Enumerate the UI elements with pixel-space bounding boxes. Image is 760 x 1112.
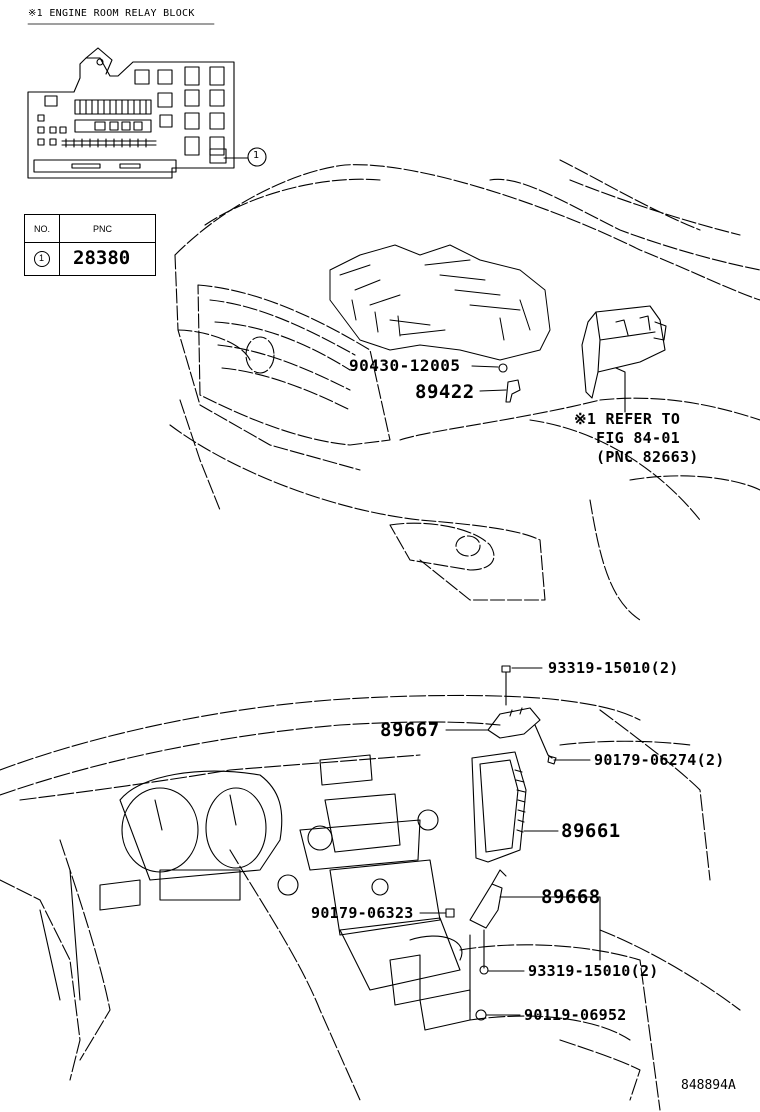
refer-note-line2: FIG 84-01 [596, 429, 680, 447]
bracket-89667-drawing [487, 665, 557, 765]
pnc-table-row-no: 1 [39, 253, 45, 263]
refer-note-line3: (PNC 82663) [596, 448, 699, 466]
part-label-90179-06274: 90179-06274(2) [594, 751, 725, 769]
part-label-90119-06952: 90119-06952 [524, 1006, 627, 1024]
front-car-drawing [169, 159, 760, 621]
part-label-93319-15010-top: 93319-15010(2) [548, 659, 679, 677]
pnc-table: NO. PNC 1 28380 [24, 214, 156, 276]
center-console-drawing [39, 754, 471, 1031]
pnc-table-divider [25, 215, 60, 275]
instrument-cluster-drawing [119, 770, 283, 901]
part-label-89667: 89667 [380, 719, 440, 741]
callout-1-label: 1 [253, 150, 260, 161]
relay-box-bracket-drawing [581, 305, 667, 399]
figure-code: 848894A [681, 1078, 736, 1093]
header-note: ※1 ENGINE ROOM RELAY BLOCK [28, 8, 195, 19]
part-label-89661: 89661 [561, 820, 621, 842]
part-label-90179-06323: 90179-06323 [311, 904, 414, 922]
part-label-89422: 89422 [415, 381, 475, 403]
pnc-table-col-no: NO. [34, 224, 51, 234]
dashboard-drawing [0, 694, 741, 1111]
part-label-93319-15010-bottom: 93319-15010(2) [528, 962, 659, 980]
pnc-table-row-no-circle: 1 [34, 251, 50, 267]
pnc-table-col-pnc: PNC [93, 224, 113, 234]
relay-block-drawing [27, 47, 267, 179]
part-label-90430-12005: 90430-12005 [349, 356, 461, 375]
refer-note-line1: ※1 REFER TO [574, 410, 681, 428]
pnc-table-header-row [25, 215, 155, 243]
pnc-table-row-pnc: 28380 [73, 247, 131, 269]
engine-drawing [329, 244, 551, 361]
part-label-89668: 89668 [541, 886, 601, 908]
bracket-89668-drawing [445, 869, 507, 1021]
ecu-drawing [471, 751, 527, 863]
